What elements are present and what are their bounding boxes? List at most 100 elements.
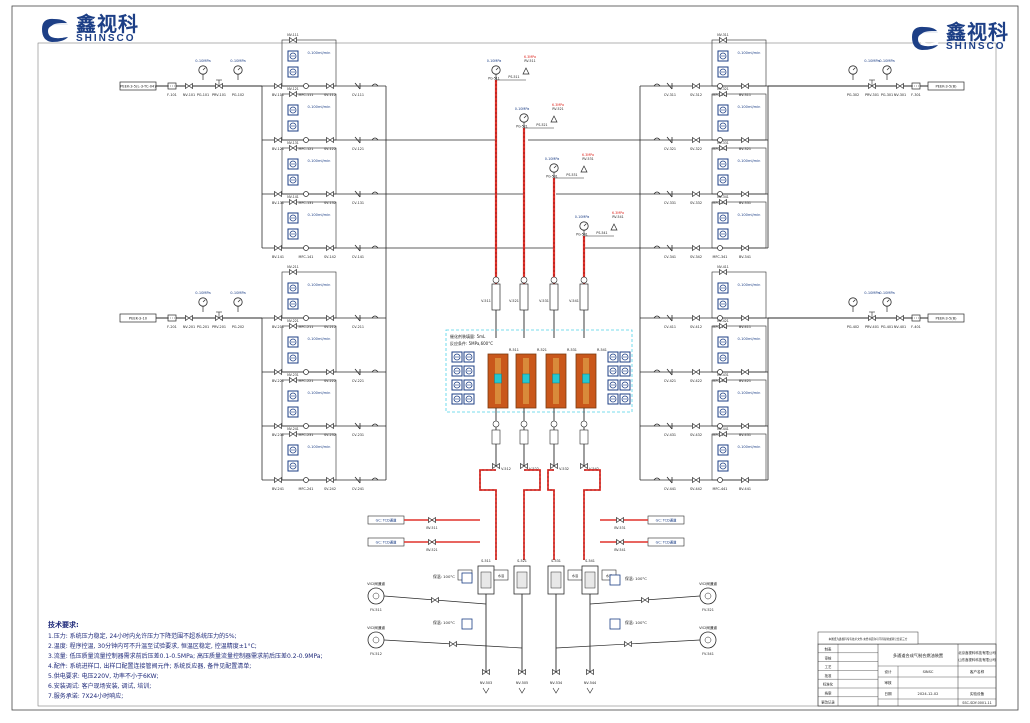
bypass-valve-icon [289,36,297,44]
mfc-inline-icon [717,477,723,483]
component-tag: NV-534 [550,681,562,685]
vent-valve-icon [431,596,439,604]
bypass-valve-icon [719,36,727,44]
temperature-controller-icon [453,381,461,389]
gc-label: GC: TCD通道 [656,540,677,545]
mfc-range: 0-100ml/min [308,51,331,55]
note-item: 3.流量: 低压质量流量控制器需求前后压差0.1-0.5MPa; 高压质量流量控… [48,653,323,660]
vici-valve-icon [704,636,712,644]
component-tag: FV-512 [370,652,382,656]
mfc-range: 0-100ml/min [308,213,331,217]
logo-english: SHINSCO [76,33,136,44]
check-valve-icon [666,190,673,198]
component-tag: CV-431 [664,433,676,437]
component-tag: SV-432 [690,433,702,437]
check-valve-icon [666,136,673,144]
mass-flow-controller-icon [289,122,297,130]
bypass-valve-icon [289,430,297,438]
relief-setpoint: 6.3MPa [552,103,564,107]
bypass-loop [711,93,767,141]
pressure-gauge-icon [852,299,856,303]
component-tag: BV-241 [272,487,284,491]
check-valve-icon [354,244,361,252]
bypass-loop [281,39,337,87]
pipe-crossover [371,191,379,195]
component-tag: BV-441 [739,487,751,491]
pipe-crossover [371,137,379,141]
pipe-crossover [371,245,379,249]
check-valve-icon [354,190,361,198]
heat-traced-pipe [523,469,541,560]
component-tag: F-101 [167,93,177,97]
component-tag: MFC-231 [299,433,314,437]
bypass-valve-icon [289,322,297,330]
component-tag: BV-311 [739,93,751,97]
three-way-valve-icon [520,462,528,470]
bypass-loop [711,379,767,427]
component-tag: FV-521 [702,608,714,612]
mfc-inline-icon [303,83,309,89]
ball-valve-icon [274,136,282,144]
component-tag: V-531 [539,299,549,303]
pressure-range: 0-10MPa [230,291,245,295]
mass-flow-controller-icon [719,176,727,184]
component-tag: PS-511 [508,75,519,79]
ball-valve-icon [274,82,282,90]
vici-valve-icon [704,592,712,600]
check-valve-icon [666,314,673,322]
ball-valve-icon [274,422,282,430]
component-tag: MFC-341 [713,255,728,259]
component-tag: NV-341 [717,195,729,199]
heat-traced-pipe [547,469,555,560]
shutoff-valve-icon [692,244,700,252]
mfc-range: 0-100ml/min [308,337,331,341]
check-valve-icon [666,476,673,484]
temperature-controller-icon [609,353,617,361]
component-tag: MFC-141 [299,255,314,259]
drain-arrow-icon [586,687,594,694]
shutoff-valve-icon [326,136,334,144]
temperature-controller-icon [621,353,629,361]
shutoff-valve-icon [326,314,334,322]
separator-body [550,571,562,589]
preheater-icon [579,283,589,311]
bypass-valve-icon [289,144,297,152]
reactor-enclosure [445,329,633,413]
component-tag: BV-141 [272,255,284,259]
mass-flow-controller-icon [289,284,297,292]
pipe-crossover [653,423,661,427]
component-tag: NV-131 [287,141,299,145]
shutoff-valve-icon [692,368,700,376]
component-tag: BV-521 [426,548,437,552]
component-tag: MFC-111 [299,93,314,97]
component-tag: CV-121 [352,147,364,151]
title-row-label: 标准化 [823,682,834,687]
logo-english: SHINSCO [946,41,1006,52]
component-tag: NV-401 [894,325,906,329]
note-item: 6.安装调试: 客户现场安装, 调试, 培训; [48,683,152,690]
mass-flow-controller-icon [289,408,297,416]
reactor-tag: R-511 [509,348,519,352]
filter-icon [579,429,589,445]
component-tag: BV-511 [426,526,437,530]
drain-valve-icon [552,668,560,676]
pressure-range: 0-10MPa [864,291,879,295]
pressure-range: 0-10MPa [230,59,245,63]
mass-flow-controller-icon [719,462,727,470]
component-tag: FV-511 [370,608,382,612]
needle-valve-icon [896,314,904,322]
mass-flow-controller-icon [719,230,727,238]
bypass-loop [281,93,337,141]
component-tag: BV-321 [739,147,751,151]
component-tag: NV-311 [717,33,729,37]
title-block [817,643,997,707]
thermocouple-icon [580,276,588,284]
mfc-range: 0-100ml/min [738,445,761,449]
component-tag: V-521 [509,299,519,303]
component-tag: PG-511 [488,77,500,81]
ball-valve-icon [741,244,749,252]
temperature-label: 保温: 100°C [433,620,455,625]
needle-valve-icon [185,314,193,322]
component-tag: PG-521 [516,125,528,129]
title-row-label: 档案 [825,691,832,696]
